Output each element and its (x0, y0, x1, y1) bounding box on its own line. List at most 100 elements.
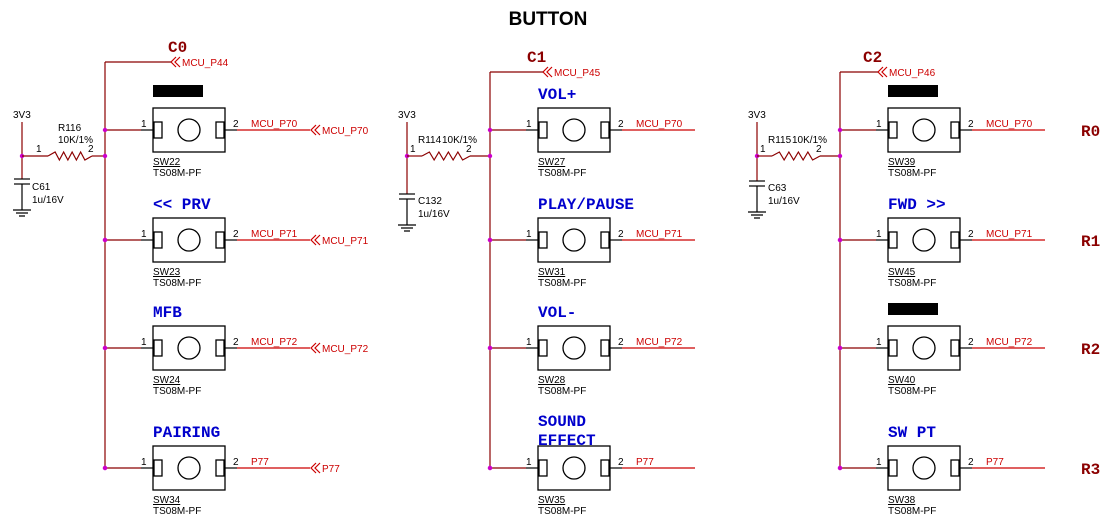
signal-label: MCU_P71 (636, 229, 683, 240)
switch-part: TS08M-PF (888, 386, 936, 397)
switch-tab (215, 459, 225, 477)
junction-dot (102, 237, 108, 243)
switch-part: TS08M-PF (888, 506, 936, 517)
mcu-connector-icon (877, 66, 888, 78)
pin-number: 2 (618, 337, 624, 348)
ground-icon (748, 211, 766, 219)
pin-number: 2 (968, 337, 974, 348)
mcu-port-label: MCU_P46 (889, 68, 936, 79)
switch-part: TS08M-PF (538, 168, 586, 179)
switch-tab (215, 231, 225, 249)
row-label-r3: R3 (1081, 461, 1100, 479)
mcu-connector-icon (542, 66, 553, 78)
pin-number: 2 (618, 457, 624, 468)
switch-ref: SW39 (888, 157, 916, 168)
column-label: C0 (168, 39, 187, 57)
button-function-label: MFB (153, 304, 182, 322)
junction-dot (102, 465, 108, 471)
button-function-label: VOL+ (538, 86, 576, 104)
pin-number: 2 (233, 119, 239, 130)
switch-ref: SW35 (538, 495, 566, 506)
signal-label: MCU_P70 (636, 119, 683, 130)
schematic-title: BUTTON (509, 9, 588, 30)
junction-dot (102, 153, 108, 159)
junction-dot (837, 127, 843, 133)
supply-label: 3V3 (748, 110, 766, 121)
row-label-r1: R1 (1081, 233, 1100, 251)
signal-label: MCU_P70 (251, 119, 298, 130)
signal-label: P77 (636, 457, 654, 468)
switch-tab (600, 339, 610, 357)
switch-part: TS08M-PF (153, 386, 201, 397)
connector-label: MCU_P70 (322, 126, 369, 137)
pin-number: 1 (526, 119, 532, 130)
redacted-label (153, 85, 203, 97)
resistor-value: 10K/1% (792, 135, 827, 146)
supply-label: 3V3 (398, 110, 416, 121)
capacitor-ref: C132 (418, 196, 442, 207)
junction-dot (837, 345, 843, 351)
switch-part: TS08M-PF (538, 506, 586, 517)
button-function-label: PLAY/PAUSE (538, 196, 634, 214)
switch-actuator-icon (912, 336, 936, 360)
signal-label: MCU_P72 (986, 337, 1033, 348)
switch-tab (950, 121, 960, 139)
switch-ref: SW31 (538, 267, 566, 278)
switch-ref: SW40 (888, 375, 916, 386)
button-function-label: FWD >> (888, 196, 946, 214)
switch-actuator-icon (562, 336, 586, 360)
connector-label: MCU_P71 (322, 236, 369, 247)
mcu-connector-icon (170, 56, 181, 68)
switch-actuator-icon (562, 228, 586, 252)
switch-part: TS08M-PF (538, 386, 586, 397)
junction-dot (487, 345, 493, 351)
switch-part: TS08M-PF (153, 278, 201, 289)
redacted-label (888, 85, 938, 97)
connector-arrow-icon (310, 342, 321, 354)
pin-number: 2 (466, 144, 472, 155)
pin-number: 2 (618, 229, 624, 240)
switch-ref: SW34 (153, 495, 181, 506)
switch-ref: SW38 (888, 495, 916, 506)
signal-label: MCU_P72 (251, 337, 298, 348)
supply-label: 3V3 (13, 110, 31, 121)
switch-tab (153, 339, 163, 357)
junction-dot (102, 345, 108, 351)
connector-label: MCU_P72 (322, 344, 369, 355)
switch-ref: SW45 (888, 267, 916, 278)
capacitor-ref: C61 (32, 182, 51, 193)
column-label: C2 (863, 49, 882, 67)
junction-dot (487, 153, 493, 159)
switch-actuator-icon (562, 456, 586, 480)
capacitor-ref: C63 (768, 183, 787, 194)
ground-icon (398, 224, 416, 232)
switch-tab (888, 231, 898, 249)
button-function-label: << PRV (153, 196, 211, 214)
pin-number: 2 (233, 457, 239, 468)
switch-part: TS08M-PF (153, 168, 201, 179)
switch-tab (538, 121, 548, 139)
switch-tab (153, 231, 163, 249)
mcu-port-label: MCU_P45 (554, 68, 601, 79)
switch-actuator-icon (177, 456, 201, 480)
mcu-port-label: MCU_P44 (182, 58, 229, 69)
resistor-symbol (47, 150, 93, 162)
pin-number: 1 (141, 119, 147, 130)
switch-tab (888, 459, 898, 477)
button-function-label: EFFECT (538, 432, 596, 450)
resistor-value: 10K/1% (442, 135, 477, 146)
button-function-label: SOUND (538, 413, 586, 431)
junction-dot (102, 127, 108, 133)
switch-tab (600, 231, 610, 249)
resistor-symbol (421, 150, 471, 162)
switch-part: TS08M-PF (888, 168, 936, 179)
capacitor-value: 1u/16V (768, 196, 800, 207)
pin-number: 1 (526, 337, 532, 348)
